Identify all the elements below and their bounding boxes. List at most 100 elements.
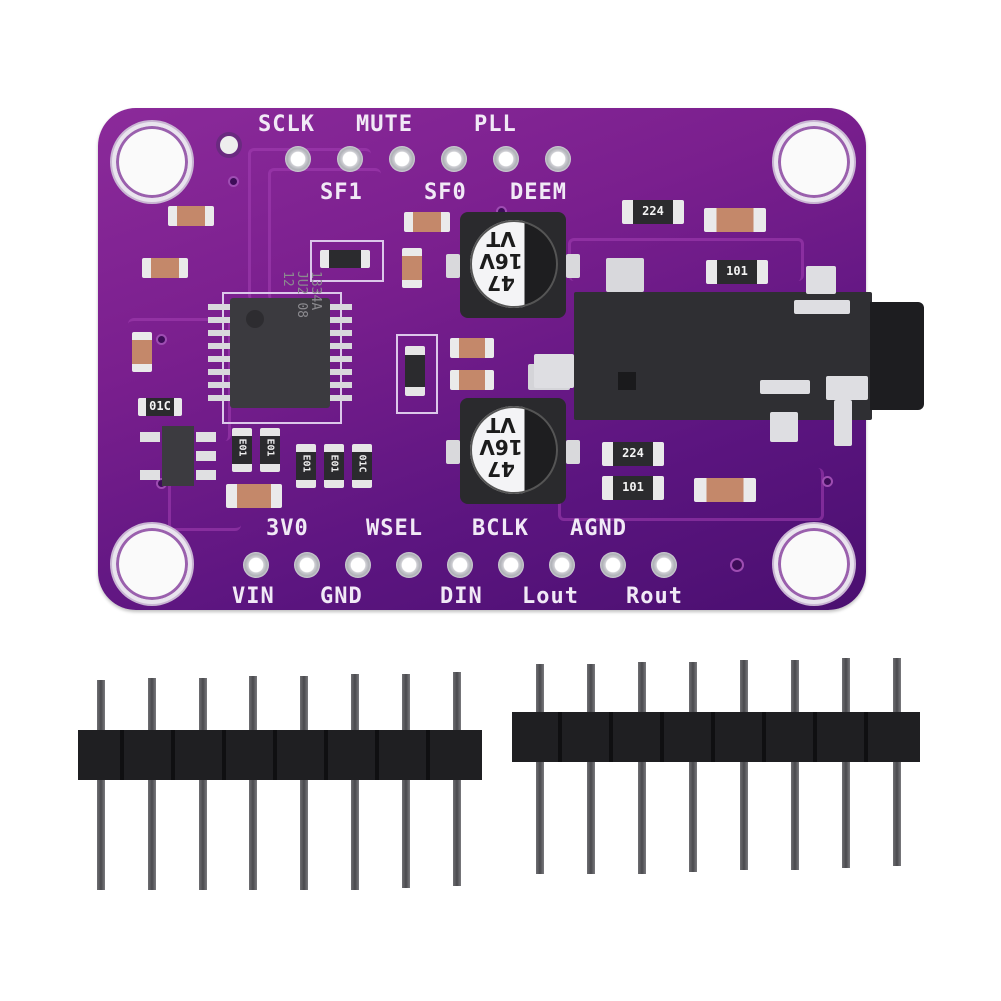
pin-pad-deem [545,146,571,172]
pin-pad-agnd [600,552,626,578]
via [158,336,165,343]
ic-pin [330,382,352,388]
mounting-hole [774,524,854,604]
header-plastic-body [78,730,482,780]
ic-pin [208,356,230,362]
header-divider [813,712,817,762]
label-sf1: SF1 [320,180,363,205]
label-din: DIN [440,584,483,609]
silkscreen-outline [396,334,438,414]
label-bclk: BCLK [472,516,529,541]
header-pin [249,676,257,890]
mounting-hole [774,122,854,202]
header-pin [300,676,308,890]
jack-tab [826,376,868,400]
ic-pin [330,330,352,336]
smd-resistor: 01C [138,398,182,416]
pin-pad-wsel [396,552,422,578]
pin-pad-gnd [345,552,371,578]
copper-trace [268,168,381,301]
smd-capacitor [404,212,450,232]
header-divider [426,730,430,780]
header-pin [402,674,410,888]
ic-pin [330,395,352,401]
ic-pin [208,382,230,388]
fiducial-hole [220,136,238,154]
header-divider [171,730,175,780]
pin-pad-lout [549,552,575,578]
regulator-pin [196,432,216,442]
header-divider [324,730,328,780]
chip-marking: 1334A JU2 08 12 [280,271,323,318]
label-gnd: GND [320,584,363,609]
capacitor-lead [566,440,580,464]
header-pin [740,660,748,870]
header-divider [222,730,226,780]
smd-capacitor [450,370,494,390]
smd-resistor: 101 [602,476,664,500]
header-pin [97,680,105,890]
jack-slot [618,372,636,390]
label-wsel: WSEL [366,516,423,541]
pin-pad-vin [243,552,269,578]
smd-capacitor [704,208,766,232]
copper-trace [248,148,371,301]
label-lout: Lout [522,584,579,609]
label-deem: DEEM [510,180,567,205]
smd-capacitor [694,478,756,502]
smd-resistor: 01C [352,444,372,488]
ic-pin [330,356,352,362]
capacitor-lead [446,254,460,278]
ic-pin [208,304,230,310]
pin-pad-3v0 [294,552,320,578]
ic-pin [330,304,352,310]
pin-pad-pll [493,146,519,172]
header-divider [120,730,124,780]
header-pin [351,674,359,890]
header-pin [536,664,544,874]
header-divider [711,712,715,762]
label-sf0: SF0 [424,180,467,205]
pin-header-left [78,672,488,892]
pin-pad-sf0 [441,146,467,172]
jack-tab [534,354,574,388]
pin-pad-sf1 [337,146,363,172]
header-pin [791,660,799,870]
regulator-pin [196,451,216,461]
smd-resistor: E01 [296,444,316,488]
copper-trace [128,318,231,441]
smd-inductor [320,250,370,268]
label-pll: PLL [474,112,517,137]
header-divider [660,712,664,762]
label-mute: MUTE [356,112,413,137]
pin-pad-sclk [285,146,311,172]
label-vin: VIN [232,584,275,609]
ic-pin [208,369,230,375]
capacitor-lead [566,254,580,278]
ic-pin [330,317,352,323]
header-pin [199,678,207,890]
smd-resistor: E01 [324,444,344,488]
ic-pin [208,317,230,323]
regulator-pin [196,470,216,480]
smd-capacitor [226,484,282,508]
pin-pad-din [447,552,473,578]
audio-jack-3-5mm [534,266,924,446]
smd-component [606,258,644,292]
ic-pin [208,330,230,336]
label-sclk: SCLK [258,112,315,137]
regulator-pin [140,432,160,442]
label-rout: Rout [626,584,683,609]
smd-capacitor [132,332,152,372]
header-pin [689,662,697,872]
header-divider [762,712,766,762]
via [732,560,742,570]
smd-capacitor [402,248,422,288]
jack-tab [794,300,850,314]
dac-chip-uda1334a: 1334A JU2 08 12 [208,271,352,408]
ic-pin [330,369,352,375]
